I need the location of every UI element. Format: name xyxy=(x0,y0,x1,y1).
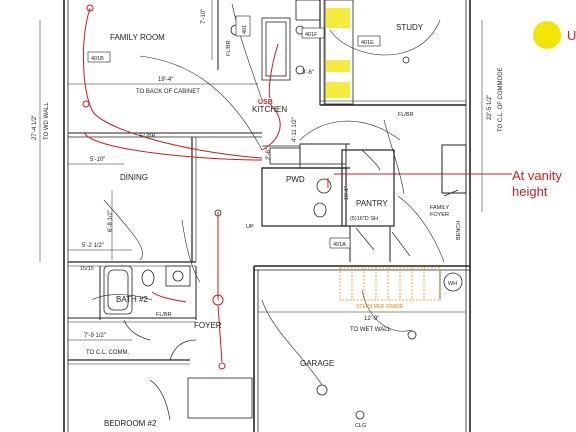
dim-to-wd-wall: TO WD WALL xyxy=(44,102,50,140)
steps-annotation: STEPS PER GRADE xyxy=(356,304,404,310)
garage-steps xyxy=(339,267,441,301)
dim-22-5: 22'-5 1/2" xyxy=(487,95,493,120)
dim-to-wet-wall: TO WET WALL xyxy=(350,327,392,333)
dim-5-10: 5'-10" xyxy=(90,157,105,163)
dim-7-9: 7'-9 1/2" xyxy=(84,333,106,339)
highlight-marker xyxy=(326,8,350,28)
room-label-garage: GARAGE xyxy=(300,359,334,368)
room-labels: FAMILY ROOM STUDY KITCHEN DINING PWD PAN… xyxy=(104,23,449,428)
toilet-icon xyxy=(313,202,327,218)
tag-flbr-3: FL/BR xyxy=(156,312,172,318)
tag-401e: 401E xyxy=(361,40,374,46)
dim-5-2: 5'-2 1/2" xyxy=(82,243,104,249)
light-icon xyxy=(355,410,365,420)
room-label-bedroom2: BEDROOM #2 xyxy=(104,419,157,428)
tag-flbr-2: FL/BR xyxy=(398,112,414,118)
yellow-dot-icon xyxy=(533,21,561,49)
water-heater-icon xyxy=(443,272,463,292)
tag-wh: WH xyxy=(448,281,457,287)
room-label-kitchen: KITCHEN xyxy=(252,105,287,114)
dimension-lines xyxy=(39,0,483,341)
tag-15-1: 15'-1" xyxy=(344,186,350,200)
highlight-marker xyxy=(326,60,350,72)
walls xyxy=(63,0,471,432)
fixtures xyxy=(103,56,463,420)
room-label-pantry: PANTRY xyxy=(356,199,388,208)
tag-bench: BENCH xyxy=(456,221,462,240)
room-label-family-foyer-2: FOYER xyxy=(430,212,449,218)
tag-up: UP xyxy=(246,224,254,230)
annotations: USB At vanity height STEPS PER GRADE U xyxy=(258,28,576,310)
highlight-marker xyxy=(326,82,350,98)
vanity-annotation-line2: height xyxy=(512,184,548,199)
light-icon xyxy=(402,56,410,64)
dim-to-back-cabinet: TO BACK OF CABINET xyxy=(136,89,200,95)
dimension-labels: 19'-4" TO BACK OF CABINET 5'-10" 5'-2 1/… xyxy=(32,9,504,356)
highlighted-outlets xyxy=(326,8,561,98)
sink-icon xyxy=(316,178,332,194)
dim-7-10: 7'-10" xyxy=(201,9,207,24)
bathtub xyxy=(103,265,133,315)
dim-2-6: 2'-6" xyxy=(266,148,272,160)
electrical-wiring xyxy=(82,4,512,370)
tag-401a: 401A xyxy=(333,242,346,248)
dim-6-8: 6'-8 1/2" xyxy=(108,210,114,232)
dim-3-6: 3'-6" xyxy=(302,70,314,76)
cut-off-letter: U xyxy=(567,28,576,43)
tag-clg: CLG xyxy=(355,423,366,429)
dim-12-9: 12'-9" xyxy=(364,316,379,322)
toilet-icon xyxy=(141,269,155,287)
tag-flbr-4: FL/BR xyxy=(226,40,232,56)
room-label-bath2: BATH #2 xyxy=(116,295,148,304)
sink-icon xyxy=(165,265,191,287)
dim-to-cl-commode: TO C.L. OF COMMODE xyxy=(498,67,504,132)
equipment-tags xyxy=(87,15,381,249)
room-label-family-foyer: FAMILY xyxy=(430,205,449,211)
tag-tub: 15/15 xyxy=(80,266,94,272)
tag-401b: 401B xyxy=(91,56,104,62)
dim-4-11: 4'-11 1/2" xyxy=(292,117,298,142)
dim-to-cl-comm: TO C.L. COMM. xyxy=(86,350,130,356)
room-label-study: STUDY xyxy=(396,23,424,32)
usb-annotation: USB xyxy=(258,99,273,106)
dim-19-4: 19'-4" xyxy=(158,77,173,83)
light-icon xyxy=(316,384,328,396)
tag-labels: 401B 401F 401E 401 401A FL/BR FL/BR FL/B… xyxy=(80,25,462,429)
room-label-dining: DINING xyxy=(120,173,148,182)
room-label-pwd: PWD xyxy=(286,175,305,184)
dim-27-4: 27'-4 1/2" xyxy=(32,115,38,140)
room-label-foyer: FOYER xyxy=(194,321,222,330)
tag-401f: 401F xyxy=(305,32,318,38)
tag-flbr-1: FL/BR xyxy=(140,133,156,139)
doors xyxy=(123,149,459,421)
vanity-annotation-line1: At vanity xyxy=(512,168,562,183)
tag-shelves: (5)16"D SH xyxy=(350,216,378,222)
control-wiring xyxy=(91,3,445,386)
light-icon xyxy=(407,330,417,340)
tag-401: 401 xyxy=(242,25,248,34)
room-label-family: FAMILY ROOM xyxy=(110,33,165,42)
